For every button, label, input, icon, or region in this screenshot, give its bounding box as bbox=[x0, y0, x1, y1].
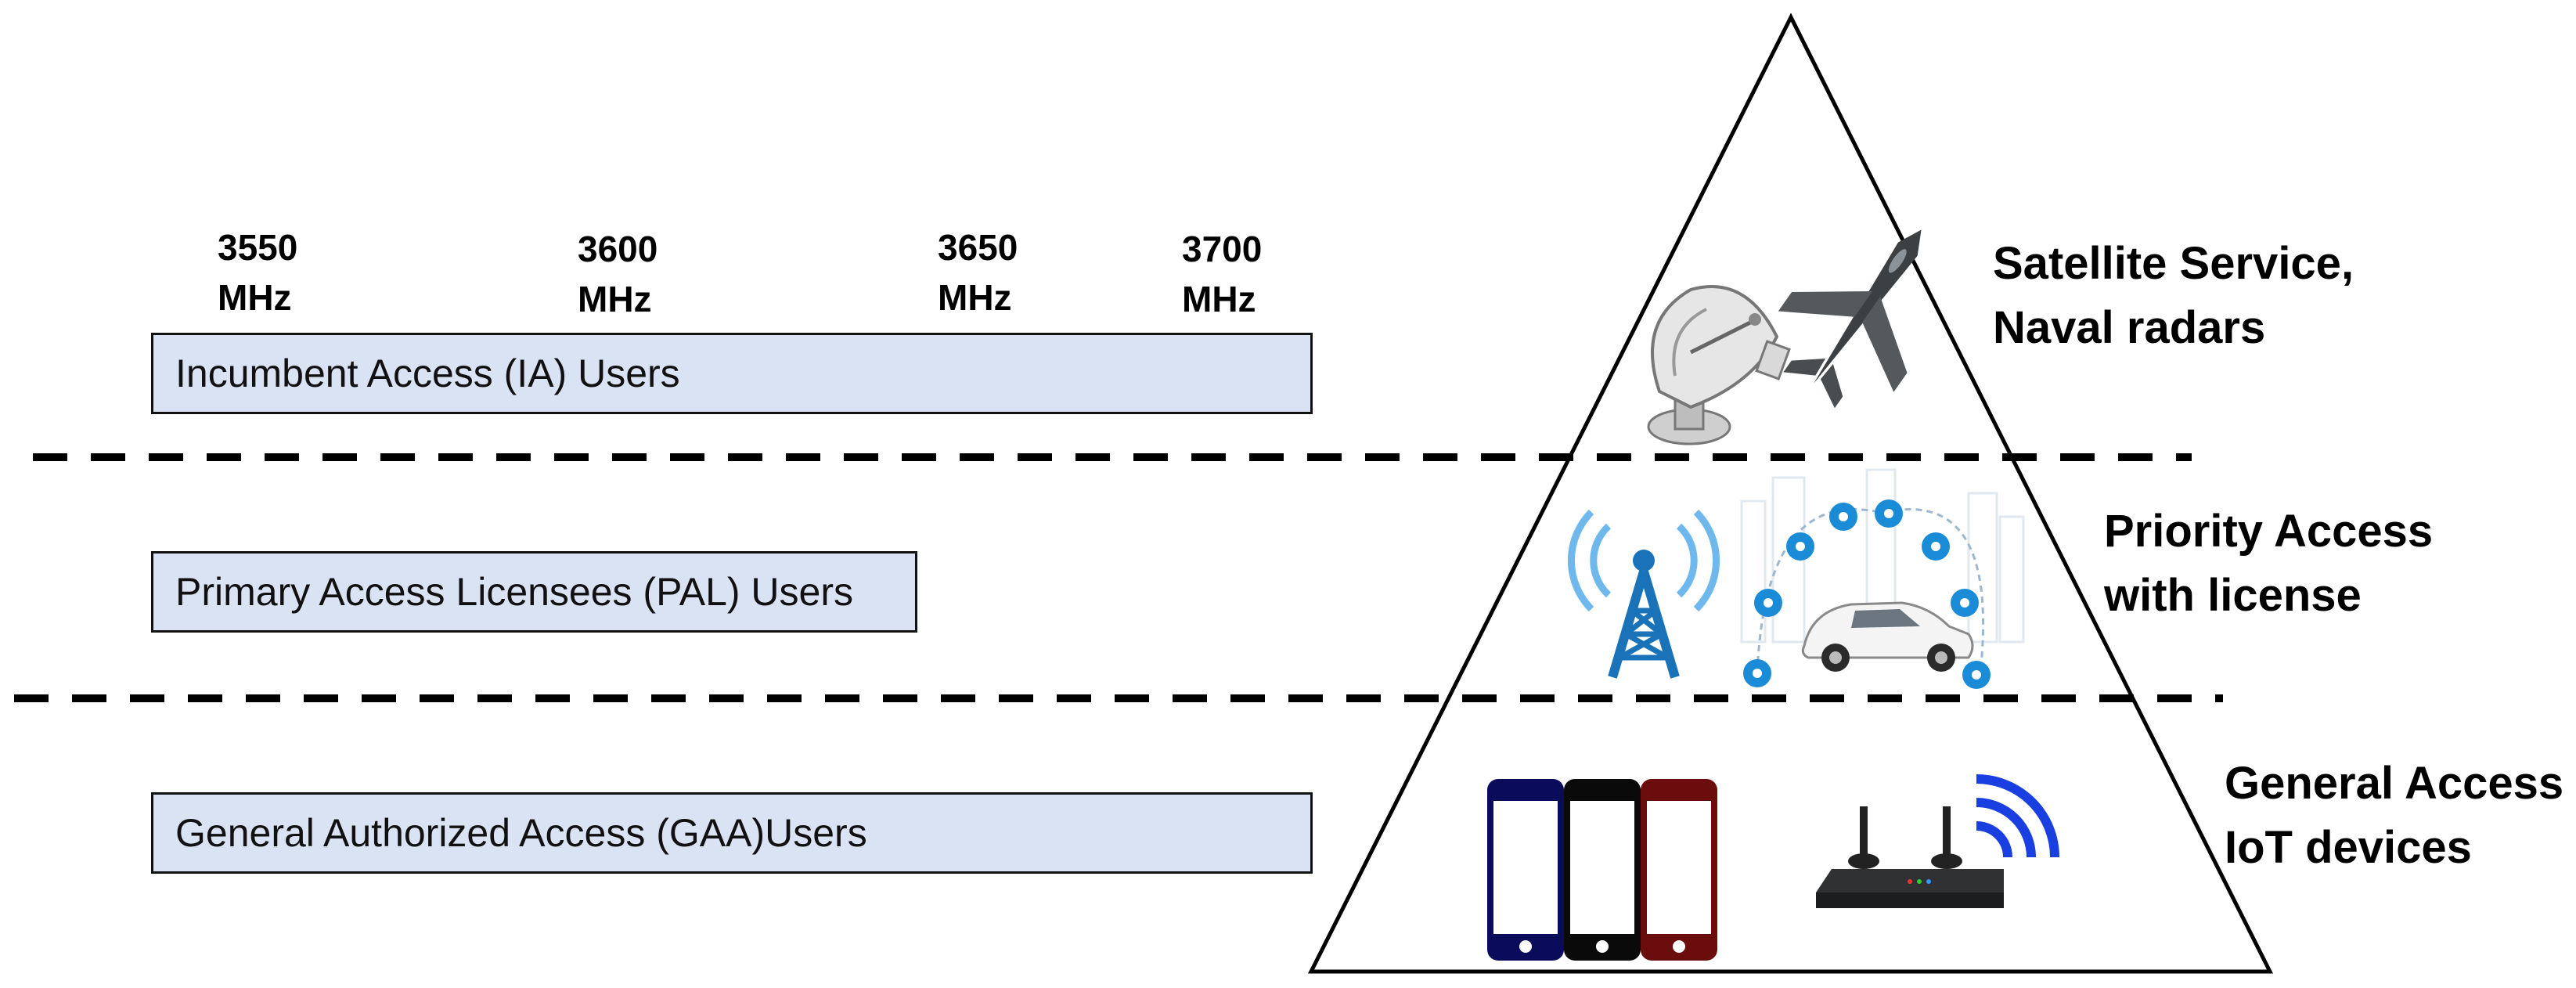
tier-label-incumbent-line1: Satellite Service, bbox=[1993, 238, 2354, 289]
freq-unit: MHz bbox=[578, 279, 652, 319]
freq-label-3700: 3700 MHz bbox=[1182, 224, 1262, 324]
freq-value: 3700 bbox=[1182, 229, 1263, 269]
tier-label-incumbent-line2: Naval radars bbox=[1993, 302, 2266, 353]
wifi-router-icon bbox=[1816, 774, 2059, 908]
tier-label-general-line2: IoT devices bbox=[2225, 822, 2472, 873]
satellite-dish-icon bbox=[1647, 285, 1791, 445]
tier-label-priority: Priority Access with license bbox=[2104, 499, 2433, 628]
freq-value: 3550 bbox=[218, 227, 298, 268]
band-pal-label: Primary Access Licensees (PAL) Users bbox=[175, 570, 853, 614]
tier-label-priority-line2: with license bbox=[2104, 570, 2362, 621]
band-incumbent-label: Incumbent Access (IA) Users bbox=[175, 352, 680, 395]
connected-car-icon bbox=[1740, 468, 2025, 689]
freq-value: 3650 bbox=[938, 227, 1018, 268]
tier-label-priority-line1: Priority Access bbox=[2104, 506, 2434, 557]
tier-label-incumbent: Satellite Service, Naval radars bbox=[1993, 232, 2354, 360]
freq-value: 3600 bbox=[578, 229, 658, 269]
fighter-jet-icon bbox=[1778, 229, 1922, 409]
freq-label-3600: 3600 MHz bbox=[578, 224, 658, 324]
band-incumbent-access: Incumbent Access (IA) Users bbox=[151, 333, 1313, 414]
band-pal-access: Primary Access Licensees (PAL) Users bbox=[151, 551, 917, 633]
tier-label-general-line1: General Access bbox=[2225, 758, 2564, 809]
band-gaa-label: General Authorized Access (GAA)Users bbox=[175, 811, 867, 855]
freq-unit: MHz bbox=[218, 277, 292, 318]
freq-unit: MHz bbox=[938, 277, 1012, 318]
cell-tower-icon bbox=[1567, 509, 1720, 679]
freq-label-3550: 3550 MHz bbox=[218, 222, 297, 323]
freq-unit: MHz bbox=[1182, 279, 1256, 319]
freq-label-3650: 3650 MHz bbox=[938, 222, 1018, 323]
tier-label-general: General Access IoT devices bbox=[2225, 752, 2563, 880]
access-pyramid bbox=[1307, 13, 2274, 974]
smartphones-icon bbox=[1487, 779, 1717, 961]
band-gaa-access: General Authorized Access (GAA)Users bbox=[151, 792, 1313, 874]
